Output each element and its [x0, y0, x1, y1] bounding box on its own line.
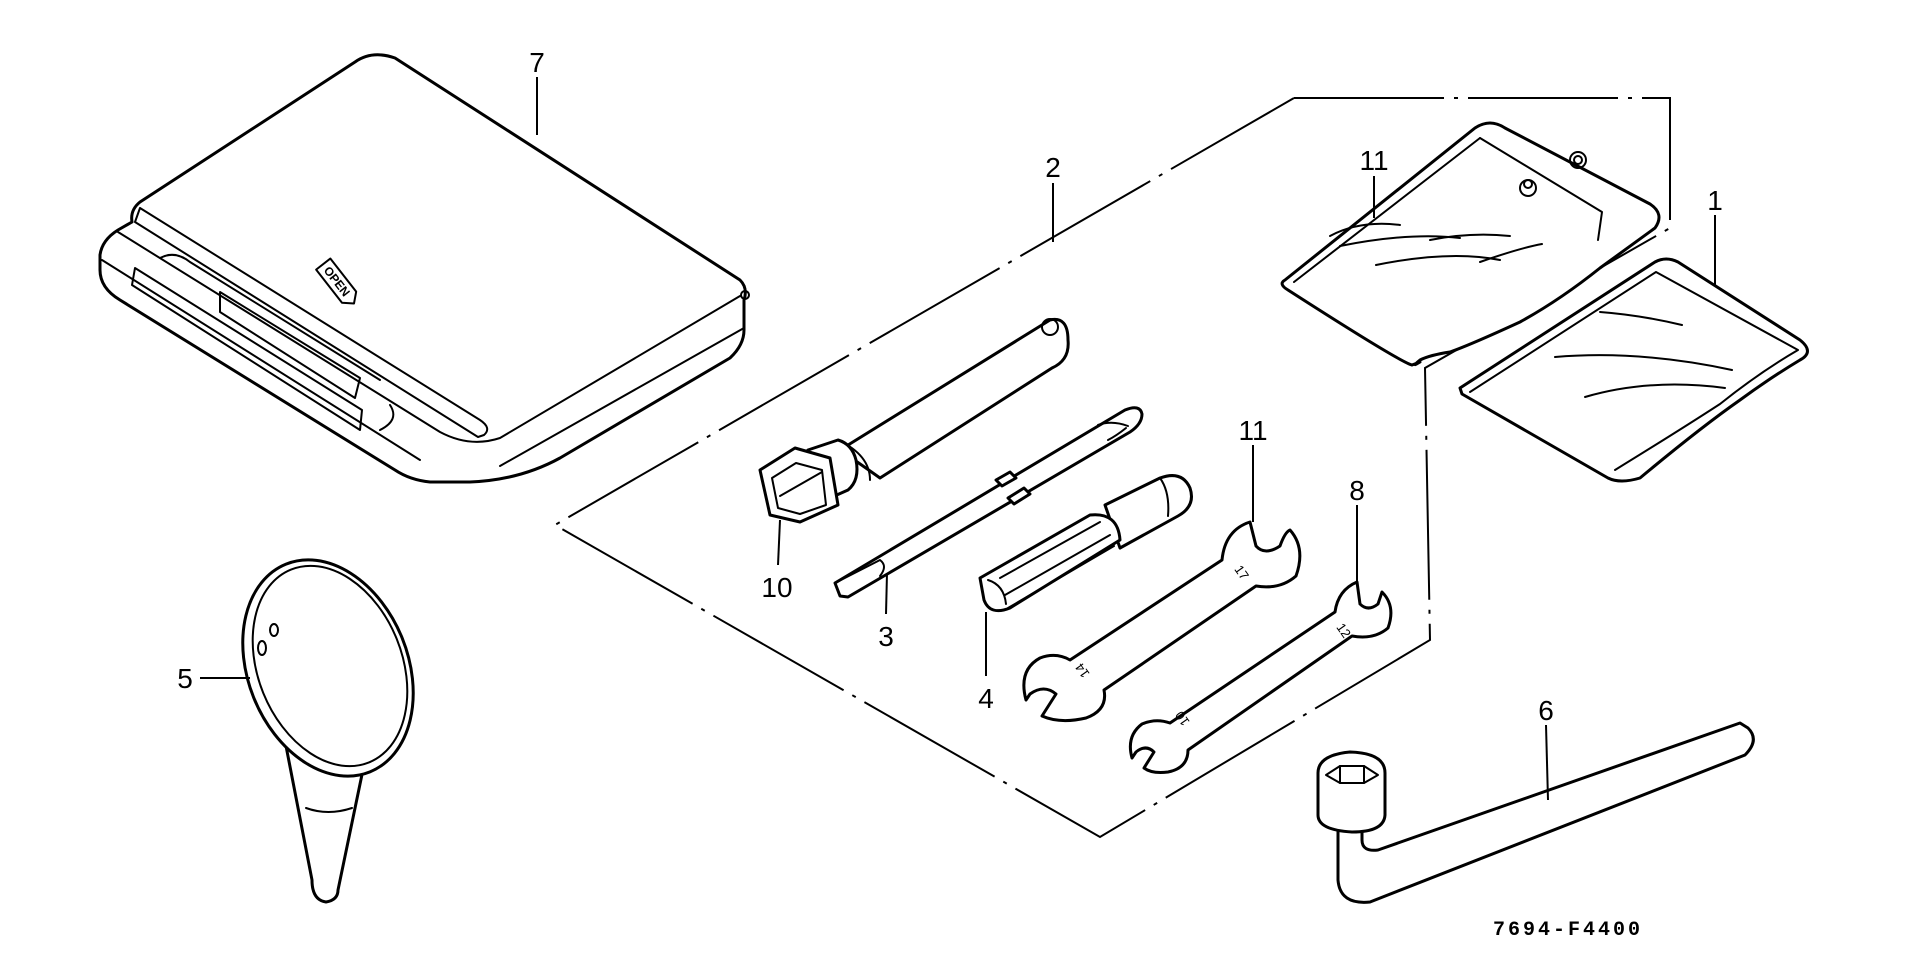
callout-2[interactable]: 2 [1045, 152, 1061, 183]
wrench-size-10: 10 [1172, 708, 1193, 728]
callout-8[interactable]: 8 [1349, 475, 1365, 506]
wrench-size-14: 14 [1072, 660, 1093, 680]
callout-6[interactable]: 6 [1538, 695, 1554, 726]
leader-line-6 [1545, 724, 1549, 801]
callout-11[interactable]: 11 [1359, 145, 1388, 176]
funnel[interactable] [212, 534, 444, 904]
wrench-size-12: 12 [1333, 620, 1354, 640]
wrench-14-17[interactable]: 17 14 [1022, 520, 1302, 723]
tool-case[interactable]: OPEN [98, 53, 750, 484]
callout-5[interactable]: 5 [177, 663, 193, 694]
callout-4[interactable]: 4 [978, 683, 994, 714]
wrench-10-12[interactable]: 12 10 [1128, 580, 1393, 774]
screwdriver-bit[interactable] [833, 406, 1144, 599]
tool-set-boundary [552, 97, 1671, 839]
wrench-size-17: 17 [1231, 562, 1252, 582]
socket-wrench-l-handle[interactable] [1316, 721, 1755, 904]
tool-pouch-inner-bag[interactable] [1458, 257, 1809, 483]
screwdriver-handle[interactable] [978, 474, 1193, 613]
callout-10[interactable]: 10 [761, 572, 792, 603]
tool-pouch[interactable] [1280, 121, 1661, 367]
callout-3[interactable]: 3 [878, 621, 894, 652]
spark-plug-wrench[interactable] [758, 317, 1070, 524]
leader-line-10 [777, 519, 781, 566]
callout-1[interactable]: 1 [1707, 185, 1723, 216]
callout-9[interactable]: 11 [1238, 415, 1267, 446]
figure-code: 7694-F4400 [1493, 919, 1643, 942]
leader-line-3 [885, 572, 888, 615]
callout-7[interactable]: 7 [529, 47, 545, 78]
